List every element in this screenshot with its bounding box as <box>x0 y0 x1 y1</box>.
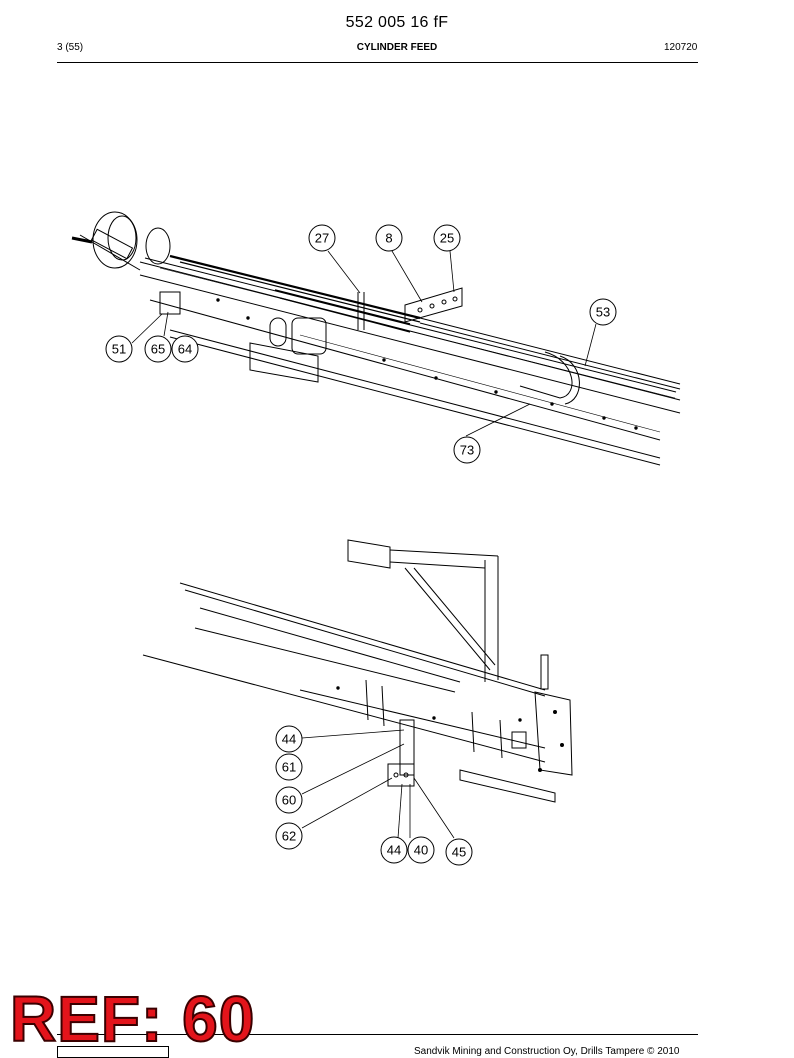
svg-text:44: 44 <box>387 843 401 858</box>
svg-text:65: 65 <box>151 342 165 357</box>
footer-copyright: Sandvik Mining and Construction Oy, Dril… <box>414 1046 680 1057</box>
callout-40: 40 <box>407 836 435 864</box>
callout-8: 8 <box>375 224 403 252</box>
callout-53: 53 <box>589 298 617 326</box>
footer-divider <box>57 1034 698 1035</box>
page-title: CYLINDER FEED <box>356 42 438 53</box>
callout-25: 25 <box>433 224 461 252</box>
svg-text:44: 44 <box>282 732 296 747</box>
svg-text:73: 73 <box>460 443 474 458</box>
callout-27: 27 <box>308 224 336 252</box>
bracket-drawing <box>142 539 573 803</box>
svg-text:64: 64 <box>178 342 192 357</box>
callout-44-lower: 44 <box>380 836 408 864</box>
svg-text:40: 40 <box>414 843 428 858</box>
figure1-callouts: 27 8 25 53 51 65 64 73 <box>105 224 617 464</box>
svg-text:51: 51 <box>112 342 126 357</box>
callout-60: 60 <box>275 786 303 814</box>
callout-73: 73 <box>453 436 481 464</box>
figure2-callouts: 44 61 60 62 44 40 45 <box>275 725 473 866</box>
reference-stamp: REF: 60 <box>9 983 256 1055</box>
callout-65: 65 <box>144 335 172 363</box>
callout-51: 51 <box>105 335 133 363</box>
svg-text:60: 60 <box>282 793 296 808</box>
callout-62: 62 <box>275 822 303 850</box>
figure2-leaders <box>301 729 455 839</box>
svg-text:25: 25 <box>440 231 454 246</box>
page-number: 3 (55) <box>57 42 84 53</box>
callout-45: 45 <box>445 838 473 866</box>
feed-beam-drawing <box>71 211 681 466</box>
document-code: 552 005 16 fF <box>345 14 449 31</box>
callout-64: 64 <box>171 335 199 363</box>
svg-text:8: 8 <box>385 231 392 246</box>
callout-44-upper: 44 <box>275 725 303 753</box>
figure1-leaders <box>131 250 597 437</box>
svg-text:45: 45 <box>452 845 466 860</box>
document-date: 120720 <box>664 42 698 53</box>
svg-text:61: 61 <box>282 760 296 775</box>
header-divider <box>57 62 698 63</box>
svg-text:53: 53 <box>596 305 610 320</box>
svg-text:62: 62 <box>282 829 296 844</box>
callout-61: 61 <box>275 753 303 781</box>
svg-text:27: 27 <box>315 231 329 246</box>
